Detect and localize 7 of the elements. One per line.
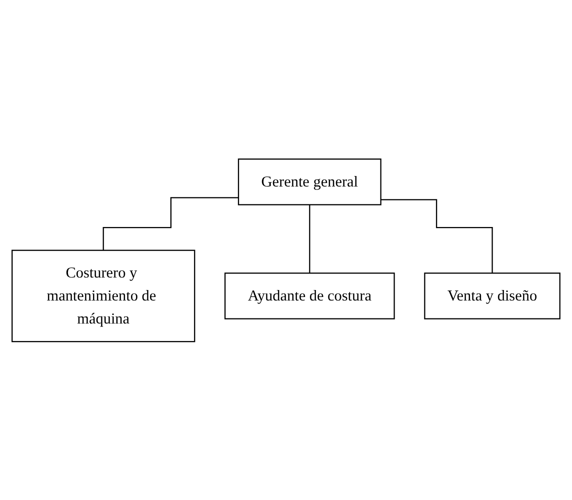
node-box: Costurero y mantenimiento de máquina — [12, 249, 196, 342]
node-box: Ayudante de costura — [224, 272, 395, 319]
connector — [309, 204, 310, 274]
node-box: Gerente general — [238, 158, 382, 205]
node-box: Venta y diseño — [424, 272, 560, 319]
connector — [380, 198, 493, 274]
connector — [102, 196, 238, 251]
